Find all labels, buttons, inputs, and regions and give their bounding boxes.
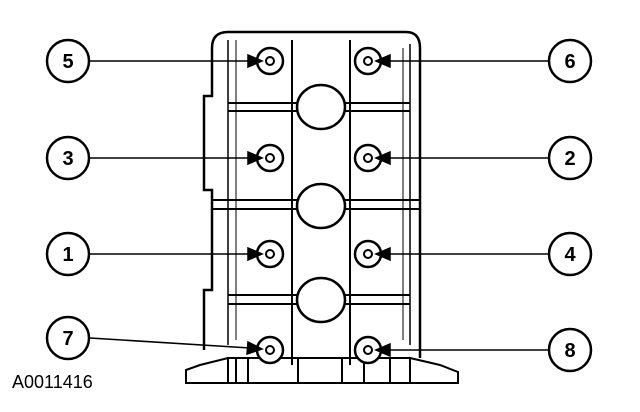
callout-label: 4	[564, 244, 576, 266]
callout-label: 3	[62, 148, 73, 170]
callouts: 5 6 3 2 1 4 7 8	[45, 38, 593, 373]
callout-label: 5	[62, 51, 73, 73]
callout-3: 3	[45, 135, 91, 181]
journal-1	[295, 83, 347, 131]
callout-1: 1	[45, 231, 91, 277]
journal-3	[295, 276, 347, 324]
center-rails	[291, 40, 351, 365]
leader-lines	[89, 53, 548, 358]
callout-7: 7	[45, 315, 91, 361]
bolt-6-icon	[353, 46, 383, 76]
callout-label: 6	[564, 51, 575, 73]
callout-label: 1	[62, 244, 73, 266]
figure-id: A0011416	[12, 372, 93, 392]
part-outline	[202, 30, 422, 358]
journals	[295, 83, 347, 324]
callout-5: 5	[45, 38, 91, 84]
journal-2	[295, 182, 347, 230]
base-block	[185, 356, 459, 384]
callout-6: 6	[547, 38, 593, 84]
callout-2: 2	[547, 135, 593, 181]
cross-webs	[212, 102, 420, 305]
bolt-2-icon	[353, 143, 383, 173]
callout-label: 8	[564, 340, 575, 362]
callout-8: 8	[547, 327, 593, 373]
bolt-1-icon	[255, 239, 285, 269]
callout-label: 7	[62, 328, 73, 350]
bolt-4-icon	[353, 239, 383, 269]
callout-4: 4	[547, 231, 593, 277]
callout-label: 2	[564, 148, 575, 170]
